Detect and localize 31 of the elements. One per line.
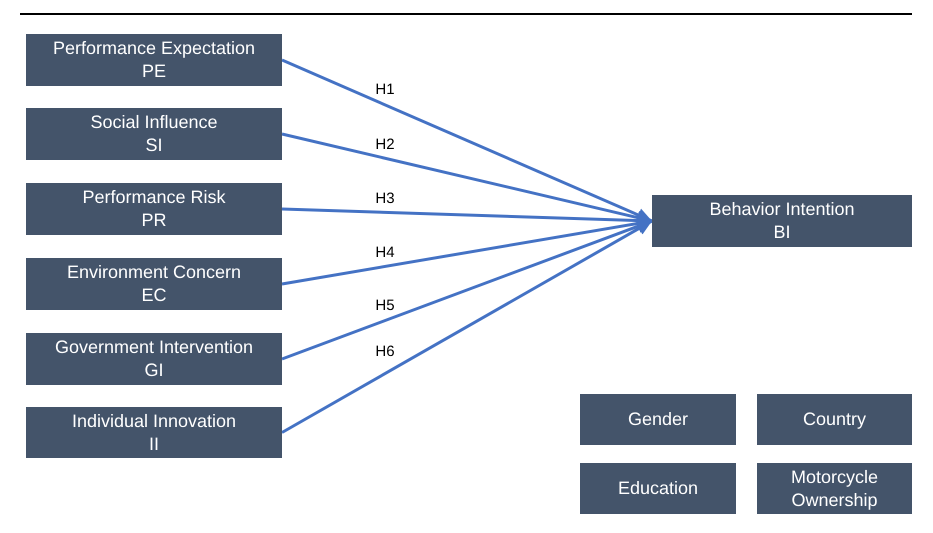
arrow	[281, 220, 653, 434]
construct-abbreviation: GI	[144, 359, 164, 382]
construct-box	[757, 463, 912, 514]
construct-abbreviation: EC	[141, 284, 166, 307]
construct-box	[757, 394, 912, 445]
construct-abbreviation: PE	[142, 60, 166, 83]
construct-box	[26, 407, 282, 458]
construct-box	[580, 463, 736, 514]
construct-abbreviation: PR	[141, 209, 166, 232]
construct-box	[580, 394, 736, 445]
construct-box	[652, 195, 912, 247]
construct-name: Performance Risk	[82, 186, 226, 209]
construct-name: Behavior Intention	[709, 198, 855, 221]
construct-abbreviation: II	[148, 432, 159, 456]
construct-name: Environment Concern	[66, 261, 242, 284]
construct-name: Government Intervention	[54, 336, 254, 359]
construct-box	[26, 258, 282, 310]
arrow	[281, 58, 653, 222]
construct-name: Performance Expectation	[52, 37, 256, 60]
construct-box	[26, 108, 282, 160]
construct-name: Education	[618, 477, 698, 500]
construct-name: Country	[802, 408, 866, 431]
construct-name: Motorcycle Ownership	[790, 466, 880, 512]
construct-box	[26, 183, 282, 235]
construct-abbreviation: BI	[773, 221, 790, 244]
construct-abbreviation: SI	[145, 134, 162, 157]
construct-name: Gender	[628, 408, 688, 431]
construct-box	[26, 333, 282, 385]
construct-name: Social Influence	[90, 111, 218, 134]
construct-box	[26, 34, 282, 86]
construct-name: Individual Innovation	[72, 410, 236, 432]
